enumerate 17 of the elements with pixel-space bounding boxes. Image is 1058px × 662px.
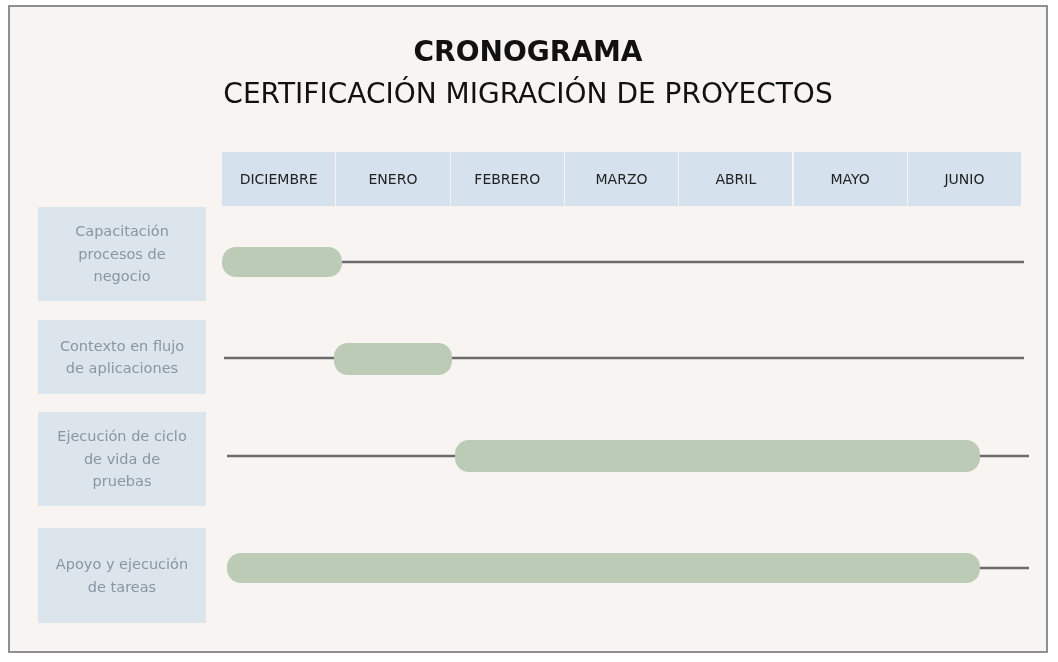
month-header: ENERO [336, 152, 451, 206]
gantt-bar [455, 440, 980, 472]
month-header: ABRIL [679, 152, 794, 206]
task-label: Contexto en flujo de aplicaciones [38, 320, 206, 394]
chart-subtitle: CERTIFICACIÓN MIGRACIÓN DE PROYECTOS [222, 77, 834, 110]
task-label: Capacitación procesos de negocio [38, 207, 206, 301]
month-header: MAYO [793, 152, 908, 206]
month-header: MARZO [564, 152, 680, 206]
gantt-bar [334, 343, 452, 375]
chart-title: CRONOGRAMA [412, 35, 644, 68]
gantt-bar [227, 553, 980, 583]
month-header: DICIEMBRE [222, 152, 337, 206]
month-header: FEBRERO [450, 152, 565, 206]
task-label: Ejecución de ciclo de vida de pruebas [38, 412, 206, 506]
task-label: Apoyo y ejecución de tareas [38, 528, 206, 623]
month-header: JUNIO [907, 152, 1023, 206]
gantt-bar [222, 247, 342, 277]
